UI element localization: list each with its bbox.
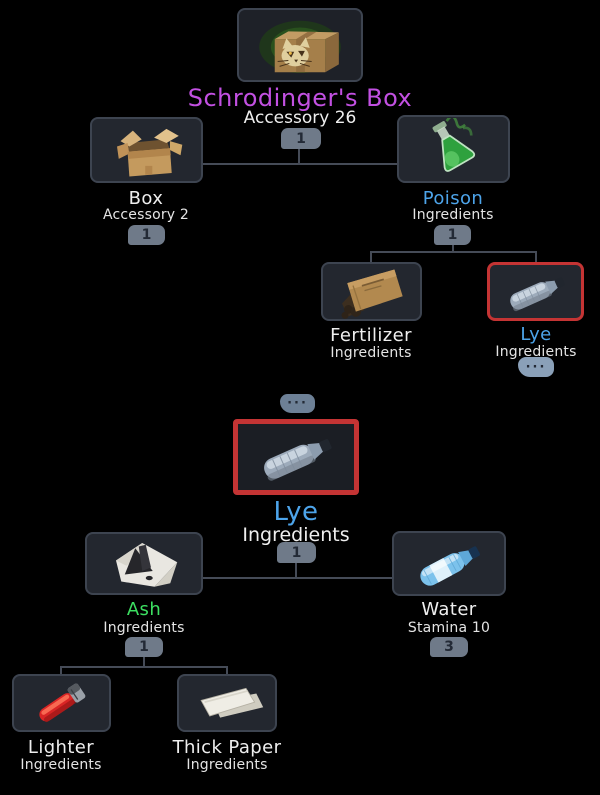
node-ash[interactable] xyxy=(85,532,203,595)
connector-line xyxy=(60,666,62,675)
connector-line xyxy=(203,163,399,165)
cat-box-icon xyxy=(259,20,341,74)
lye-collapsed-category: Ingredients xyxy=(495,344,577,360)
box-label[interactable]: Box xyxy=(128,188,164,209)
root-subtitle: Accessory 26 xyxy=(243,108,357,128)
quantity-badge: 3 xyxy=(430,637,468,657)
lighter-label[interactable]: Lighter xyxy=(27,737,95,758)
connector-line xyxy=(370,251,537,253)
node-water[interactable] xyxy=(392,531,506,596)
root-title[interactable]: Schrodinger's Box xyxy=(187,84,413,112)
thick-paper-icon xyxy=(200,687,264,718)
lye-bottle-icon xyxy=(264,439,332,481)
fertilizer-label[interactable]: Fertilizer xyxy=(330,325,412,346)
lye-bottle-icon xyxy=(509,277,565,311)
node-fertilizer[interactable] xyxy=(321,262,422,321)
fertilizer-bag-icon xyxy=(341,268,403,319)
ash-category: Ingredients xyxy=(103,620,185,636)
connector-line xyxy=(203,577,393,579)
thick-paper-category: Ingredients xyxy=(186,757,268,773)
box-category: Accessory 2 xyxy=(102,207,190,223)
ellipsis-badge[interactable]: ··· xyxy=(518,357,554,377)
node-lye-collapsed[interactable] xyxy=(487,262,584,321)
quantity-badge: 1 xyxy=(277,542,316,563)
water-bottle-icon xyxy=(420,545,480,586)
node-lighter[interactable] xyxy=(12,674,111,732)
node-box[interactable] xyxy=(90,117,203,183)
water-category: Stamina 10 xyxy=(407,620,491,636)
node-thick-paper[interactable] xyxy=(177,674,277,732)
node-lye-main[interactable] xyxy=(233,419,359,495)
ash-label[interactable]: Ash xyxy=(126,599,162,620)
connector-line xyxy=(226,666,228,675)
quantity-badge: 1 xyxy=(434,225,471,245)
lighter-icon xyxy=(38,683,85,723)
poison-flask-icon xyxy=(432,118,475,172)
node-poison[interactable] xyxy=(397,115,510,183)
quantity-badge: 1 xyxy=(125,637,163,657)
ash-paper-icon xyxy=(116,542,178,587)
node-schrodingers-box[interactable] xyxy=(237,8,363,82)
connector-line xyxy=(298,147,300,164)
lye-main-label[interactable]: Lye xyxy=(273,497,319,527)
tree-separator-ellipsis[interactable]: ··· xyxy=(280,394,315,413)
quantity-badge: 1 xyxy=(281,128,321,149)
quantity-badge: 1 xyxy=(128,225,165,245)
poison-category: Ingredients xyxy=(412,207,494,223)
connector-line xyxy=(452,243,454,253)
thick-paper-label[interactable]: Thick Paper xyxy=(172,737,282,758)
connector-line xyxy=(60,666,228,668)
connector-line xyxy=(535,251,537,263)
connector-line xyxy=(143,656,145,668)
fertilizer-category: Ingredients xyxy=(330,345,412,361)
lye-main-category: Ingredients xyxy=(242,524,350,546)
lye-collapsed-label[interactable]: Lye xyxy=(520,324,552,345)
connector-line xyxy=(370,251,372,263)
connector-line xyxy=(295,561,297,579)
lighter-category: Ingredients xyxy=(20,757,102,773)
water-label[interactable]: Water xyxy=(421,599,477,620)
open-box-icon xyxy=(116,128,182,177)
poison-label[interactable]: Poison xyxy=(422,188,484,209)
